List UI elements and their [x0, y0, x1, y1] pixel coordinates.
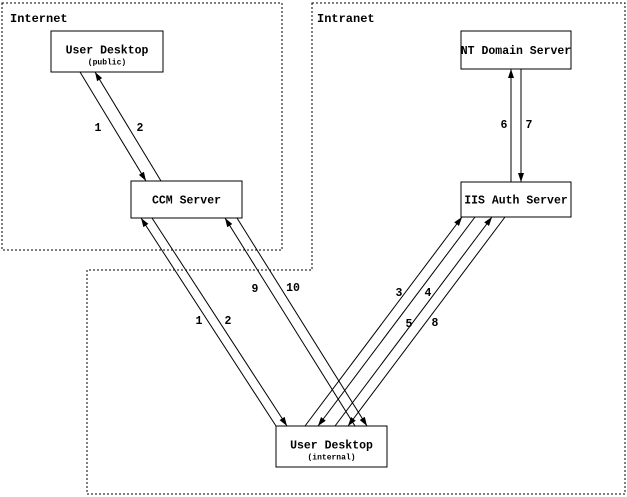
node-user-desktop-internal [275, 425, 388, 468]
node-ccm-server [130, 180, 243, 219]
node-sublabel-user-desktop-internal: (internal) [307, 454, 355, 463]
edge-label-step-3: 3 [396, 287, 403, 300]
edge-step-4 [317, 216, 476, 427]
zone-label-internet: Internet [10, 12, 68, 26]
node-iis-auth-server [460, 181, 572, 218]
node-label-iis-auth-server: IIS Auth Server [464, 195, 568, 208]
edge-label-step-1-public: 1 [95, 122, 102, 135]
node-label-ccm-server: CCM Server [152, 195, 221, 208]
edge-label-step-1-internal: 1 [196, 315, 203, 328]
node-user-desktop-public [50, 30, 164, 73]
edge-label-step-6: 6 [501, 119, 508, 132]
edge-step-2-internal [151, 217, 288, 427]
node-nt-domain-server [460, 30, 572, 70]
zone-label-intranet: Intranet [317, 12, 375, 26]
node-label-nt-domain-server: NT Domain Server [461, 45, 572, 58]
node-label-user-desktop-internal: User Desktop [290, 440, 373, 453]
edge-label-step-5: 5 [406, 318, 413, 331]
zone-internet [1, 2, 283, 251]
edge-label-step-9: 9 [252, 283, 259, 296]
edge-label-step-2-internal: 2 [225, 315, 232, 328]
edge-step-2-public [94, 71, 162, 182]
edge-step-1-internal [140, 217, 277, 427]
edge-step-3 [304, 216, 463, 427]
edge-step-1-public [79, 71, 147, 182]
edge-label-step-4: 4 [425, 287, 432, 300]
edges-layer [79, 69, 524, 427]
node-label-user-desktop-public: User Desktop [66, 45, 149, 58]
nodes-layer [50, 30, 572, 468]
edge-step-5 [334, 216, 493, 427]
zone-intranet [86, 2, 626, 495]
edge-step-10 [236, 217, 368, 427]
node-sublabel-user-desktop-public: (public) [88, 59, 126, 68]
edge-label-step-2-public: 2 [137, 122, 144, 135]
edge-label-step-8: 8 [432, 317, 439, 330]
edge-step-8 [347, 216, 506, 427]
edge-step-9 [224, 217, 356, 427]
edge-label-step-10: 10 [286, 282, 300, 295]
edge-label-step-7: 7 [526, 119, 533, 132]
